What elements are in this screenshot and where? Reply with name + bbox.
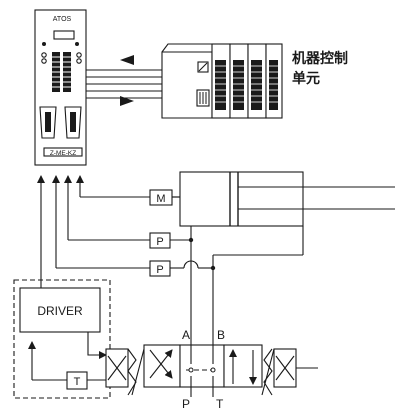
pressure-sensor: P xyxy=(149,260,213,277)
port-b-label: B xyxy=(217,328,225,342)
arrow-left-icon xyxy=(120,55,134,65)
plc-module xyxy=(265,43,283,119)
brand-label: ATOS xyxy=(53,16,72,23)
model-tag: Z-ME-KZ xyxy=(50,150,76,157)
plc-caption: 单元 xyxy=(292,70,320,87)
plc-rack xyxy=(161,43,283,119)
driver-enclosure xyxy=(13,279,111,399)
hydraulic-cylinder xyxy=(172,171,395,227)
sub-d-connector xyxy=(64,106,82,139)
terminal-strip xyxy=(52,52,71,92)
svg-text:P: P xyxy=(156,264,163,276)
adjust-knob xyxy=(41,58,47,64)
hydraulic-lines xyxy=(188,226,304,345)
sub-d-connector xyxy=(39,106,57,139)
display-window xyxy=(53,30,75,40)
proportional-valve xyxy=(105,344,318,397)
pressure-sensor: P xyxy=(149,232,191,249)
plc-module xyxy=(229,43,249,119)
port-t-label: T xyxy=(216,397,224,408)
driver-box: DRIVER xyxy=(19,287,101,333)
plc-caption: 机器控制 xyxy=(292,50,348,67)
arrow-right-icon xyxy=(120,96,134,106)
bus-lines xyxy=(86,69,162,99)
port-p-label: P xyxy=(182,397,190,408)
controller-card: ATOS Z-ME-KZ xyxy=(34,9,87,166)
svg-text:DRIVER: DRIVER xyxy=(37,304,83,318)
adjust-knob xyxy=(76,52,82,58)
indicator-led xyxy=(75,42,79,46)
svg-text:T: T xyxy=(74,376,81,388)
adjust-knob xyxy=(76,58,82,64)
svg-text:M: M xyxy=(156,193,165,205)
plc-module xyxy=(211,43,231,119)
indicator-led xyxy=(42,42,46,46)
svg-text:P: P xyxy=(156,236,163,248)
adjust-knob xyxy=(41,52,47,58)
valve-transducer: T xyxy=(66,371,106,390)
port-a-label: A xyxy=(182,328,190,342)
plc-module xyxy=(247,43,267,119)
